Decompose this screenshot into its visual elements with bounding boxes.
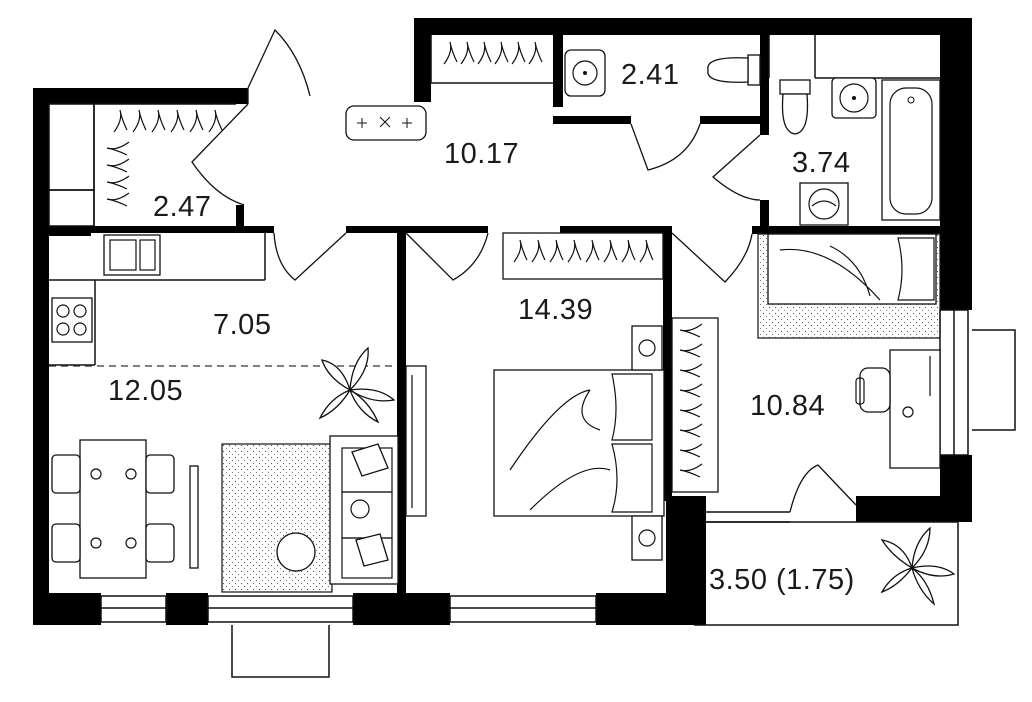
- plant-icon: [880, 526, 956, 606]
- area-label-living: 12.05: [108, 375, 184, 407]
- toilet-icon: [779, 79, 811, 135]
- rug: [221, 443, 333, 593]
- thin-lines: [48, 35, 1016, 678]
- plant-icon: [318, 346, 396, 424]
- bathroom-fixtures: [779, 77, 941, 226]
- toilet-icon: [707, 54, 761, 86]
- sink-icon: [831, 77, 877, 119]
- area-label-bedroom-2: 10.84: [750, 390, 826, 422]
- stove-icon: [51, 297, 93, 343]
- kitchen-sink-icon: [103, 234, 161, 276]
- walls: [33, 18, 972, 625]
- washing-machine-icon: [799, 182, 849, 226]
- hanger-icon: [106, 41, 719, 493]
- bathtub-icon: [881, 79, 941, 221]
- chair-icon: [855, 367, 891, 413]
- tv-icon: [405, 365, 427, 517]
- area-label-balcony: 3.50 (1.75): [709, 564, 855, 596]
- doors: [191, 28, 857, 513]
- area-label-bathroom: 3.74: [792, 147, 851, 179]
- area-label-wardrobe: 2.47: [153, 191, 212, 223]
- bed-icon: [493, 325, 665, 561]
- area-label-hall: 10.17: [444, 138, 520, 170]
- dining-table-icon: [51, 439, 175, 579]
- area-label-bedroom: 14.39: [518, 294, 594, 326]
- sink-icon: [564, 49, 606, 97]
- sofa-icon: [329, 435, 399, 585]
- bed-icon: [757, 233, 941, 339]
- area-label-kitchen: 7.05: [213, 309, 272, 341]
- lamp-icon: [189, 465, 199, 569]
- desk-icon: [889, 349, 941, 469]
- area-label-toilet: 2.41: [621, 59, 680, 91]
- lamp-icon: [345, 105, 427, 141]
